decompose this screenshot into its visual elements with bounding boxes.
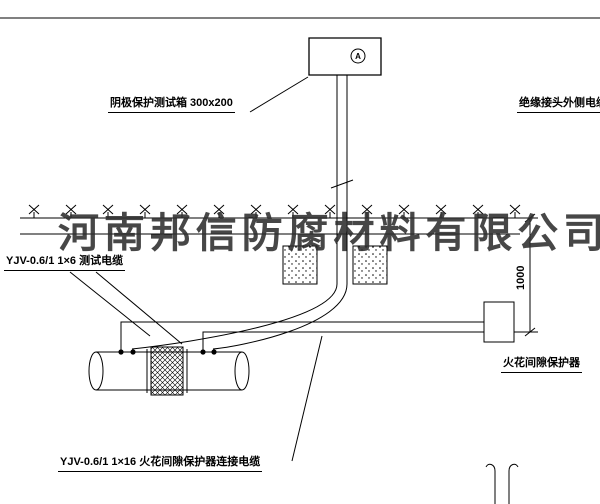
pipeline	[89, 347, 249, 395]
insulating-joint	[151, 347, 183, 395]
label-spark-gap-protector: 火花间隙保护器	[501, 357, 582, 373]
test-box: A	[309, 38, 381, 75]
test-cables	[132, 218, 347, 349]
pole-break-mark	[331, 180, 353, 188]
pipe-end-right	[235, 352, 249, 390]
pipe-riser-symbol	[486, 464, 518, 504]
pipe-end-left	[89, 352, 103, 390]
label-outer-cable: 绝缘接头外侧电缆	[517, 97, 600, 113]
protector-cables	[121, 322, 538, 352]
cable-weld-points	[118, 349, 217, 355]
meter-letter: A	[355, 52, 361, 61]
label-test-cable: YJV-0.6/1 1×6 测试电缆	[4, 255, 126, 271]
label-test-box: 阴极保护测试箱 300x200	[108, 97, 235, 113]
test-cable-leaders	[70, 272, 182, 344]
concrete-blocks	[283, 246, 387, 284]
label-connection-cable: YJV-0.6/1 1×16 火花间隙保护器连接电缆	[58, 456, 263, 472]
meter-symbol	[351, 49, 365, 63]
company-watermark: 河南邦信防腐材料有限公司	[58, 209, 600, 257]
test-box-leader	[250, 77, 308, 112]
dimension-1000: 1000	[515, 214, 538, 336]
connection-cable-leader	[292, 336, 322, 461]
test-post-pole	[331, 75, 353, 218]
dimension-text: 1000	[515, 266, 527, 290]
spark-gap-protector	[484, 302, 514, 342]
ground-line	[20, 218, 520, 234]
